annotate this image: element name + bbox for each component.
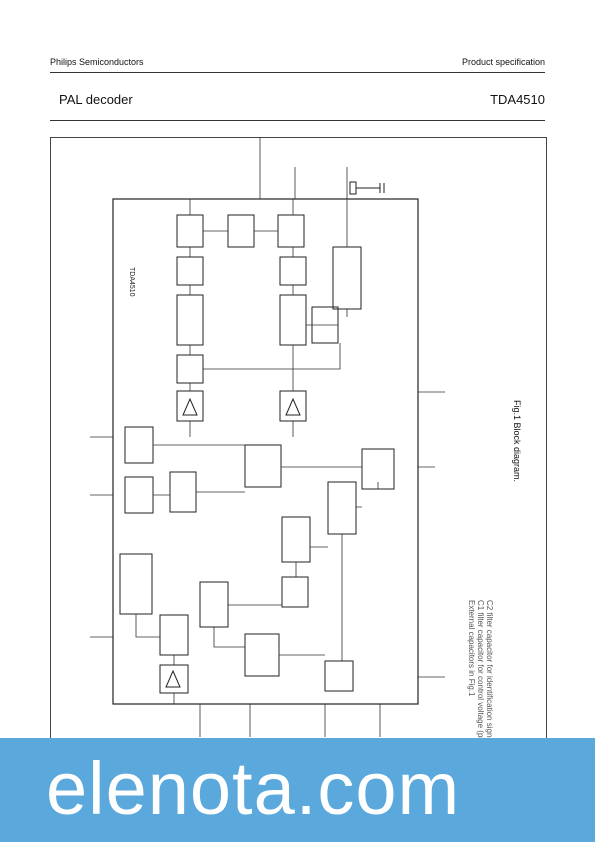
chip-label: TDA4510	[128, 267, 135, 297]
gate-pulse-detector	[124, 426, 154, 464]
watermark-banner	[0, 738, 595, 842]
figure-caption: Fig.1 Block diagram.	[512, 400, 522, 483]
header-rule	[50, 72, 545, 73]
pin-links	[90, 391, 445, 678]
latch-link	[203, 343, 341, 370]
watermark-logo: elenota.com	[46, 747, 461, 830]
pal-flip-flop	[244, 633, 280, 677]
capture-detector	[199, 581, 229, 628]
gain-control	[159, 614, 189, 656]
by-demodulator	[279, 294, 307, 346]
filter-left	[176, 256, 204, 286]
bottom-pins	[199, 704, 381, 737]
crystal-icon	[349, 181, 357, 195]
voltage-demodulator	[281, 516, 311, 563]
vco-links	[306, 199, 348, 326]
amplifier-icon-bottom	[165, 669, 181, 688]
gain-links	[135, 614, 175, 704]
output-stage-left	[176, 214, 204, 248]
capacitor-icon	[356, 183, 385, 193]
pal-switch	[281, 576, 309, 608]
pal-latch	[176, 354, 204, 384]
filter-right	[279, 256, 307, 286]
notes-title: External capacitors in Fig.1	[467, 600, 476, 697]
sandcastle-links	[281, 466, 379, 508]
amp-right	[279, 390, 307, 422]
reference-voltage	[119, 553, 153, 615]
ry-demodulator	[176, 294, 204, 346]
title-rule	[50, 120, 545, 121]
company-name: Philips Semiconductors	[50, 57, 144, 67]
product-line-title: PAL decoder	[59, 92, 133, 107]
filter-block	[124, 476, 154, 514]
amplifier-icon-left	[182, 397, 198, 416]
part-number-title: TDA4510	[490, 92, 545, 107]
note-c1: C1 filter capacitor for control voltage …	[476, 600, 485, 758]
document-type: Product specification	[461, 57, 545, 67]
burst-blanking	[169, 471, 197, 513]
amp-left	[176, 390, 204, 422]
ic-outline	[112, 198, 419, 705]
amp-bottom	[159, 664, 189, 694]
output-stage-right	[277, 214, 305, 248]
vco-block	[332, 246, 362, 310]
phase-links	[295, 534, 343, 661]
identity-block	[324, 660, 354, 692]
amplifier-icon-right	[285, 397, 301, 416]
phase-comparator	[327, 481, 357, 535]
pulse-processing	[244, 444, 282, 488]
control-switch-block	[227, 214, 255, 248]
block-diagram: TDA4510	[90, 137, 445, 737]
flipflop-links	[213, 604, 325, 656]
top-pins	[259, 137, 348, 199]
pulse-links	[153, 444, 245, 496]
